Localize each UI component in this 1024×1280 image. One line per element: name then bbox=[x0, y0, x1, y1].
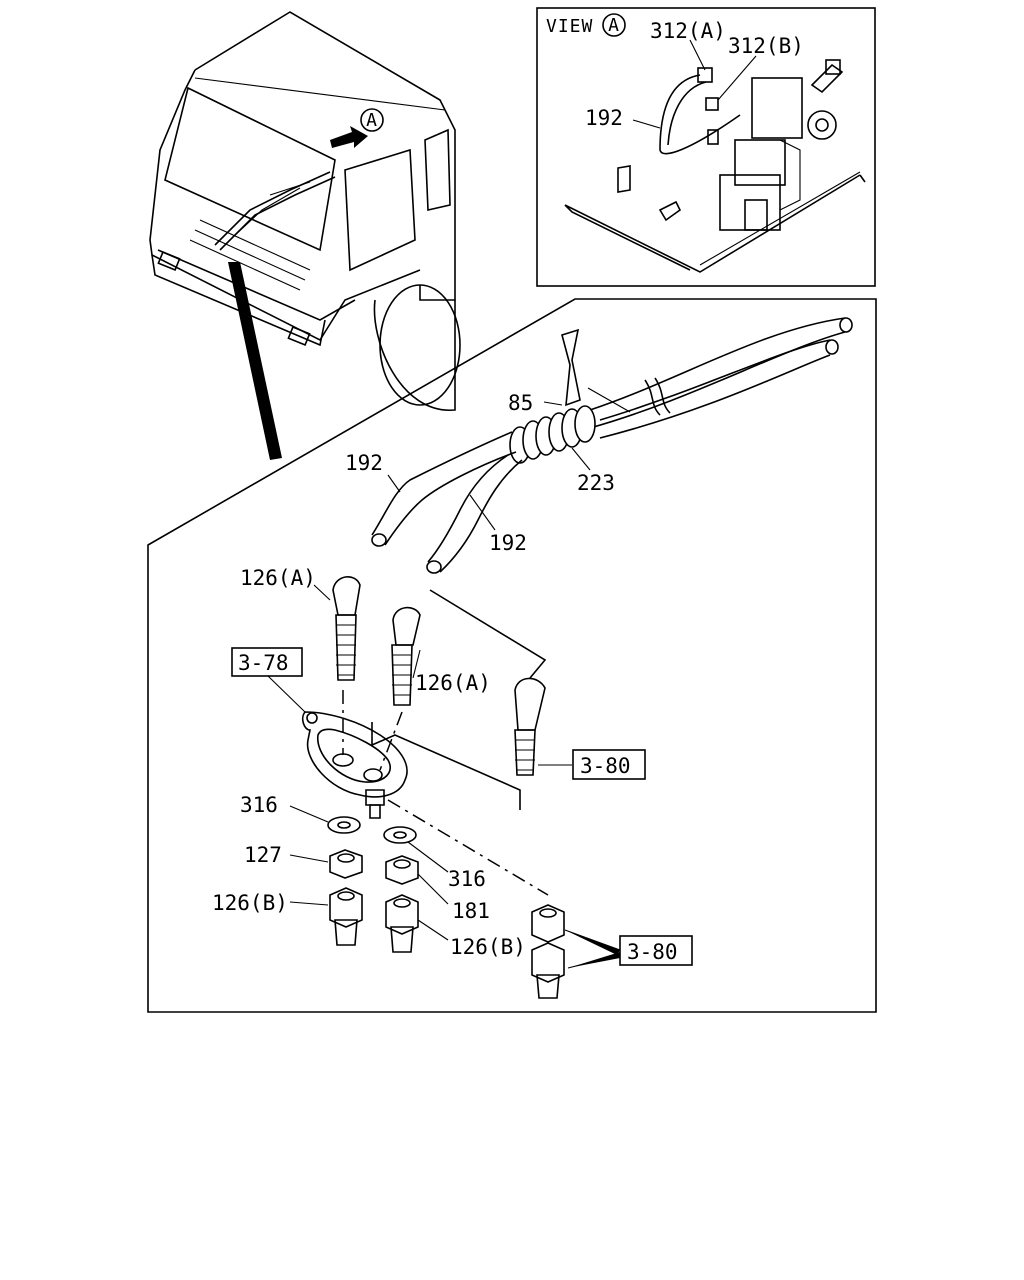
fitting-126b-right bbox=[385, 894, 419, 953]
view-a-marker: A bbox=[608, 15, 620, 36]
label-316-left: 316 bbox=[240, 793, 278, 817]
truck-cab-illustration: A bbox=[149, 11, 461, 460]
ref-3-80-lower[interactable]: 3-80 bbox=[627, 940, 678, 964]
washer-316-left bbox=[327, 816, 361, 834]
label-85: 85 bbox=[508, 391, 533, 415]
fitting-126b-left bbox=[329, 887, 363, 946]
label-181: 181 bbox=[452, 899, 490, 923]
fitting-3-80-lower bbox=[531, 904, 565, 999]
label-126b-right: 126(B) bbox=[450, 935, 526, 959]
label-126a-right: 126(A) bbox=[415, 671, 491, 695]
elbow-fitting-126a-left bbox=[332, 576, 361, 681]
view-label-192: 192 bbox=[585, 106, 623, 130]
view-label-312b: 312(B) bbox=[728, 34, 804, 58]
cab-view-marker: A bbox=[366, 110, 378, 131]
nut-181 bbox=[385, 855, 419, 885]
label-126b-left: 126(B) bbox=[212, 891, 288, 915]
view-label-312a: 312(A) bbox=[650, 19, 726, 43]
label-192-upper: 192 bbox=[345, 451, 383, 475]
label-316-right: 316 bbox=[448, 867, 486, 891]
label-192-lower: 192 bbox=[489, 531, 527, 555]
detail-frame bbox=[147, 298, 877, 1013]
ref-3-78[interactable]: 3-78 bbox=[238, 651, 289, 675]
mounting-plate bbox=[302, 711, 408, 819]
nut-127 bbox=[329, 849, 363, 879]
washer-316-right bbox=[383, 826, 417, 844]
elbow-fitting-126a-right bbox=[391, 606, 421, 706]
ref-3-80-mid[interactable]: 3-80 bbox=[580, 754, 631, 778]
view-a-title: VIEW bbox=[546, 16, 593, 37]
view-a-inset: VIEW A 312(A) 312(B) 192 bbox=[536, 7, 876, 287]
elbow-fitting-3-80 bbox=[514, 677, 546, 776]
label-127: 127 bbox=[244, 843, 282, 867]
label-223: 223 bbox=[577, 471, 615, 495]
corrugated-tube-223 bbox=[509, 405, 596, 464]
label-126a-left: 126(A) bbox=[240, 566, 316, 590]
view-a-frame bbox=[536, 7, 876, 287]
hose-assembly bbox=[371, 317, 853, 574]
